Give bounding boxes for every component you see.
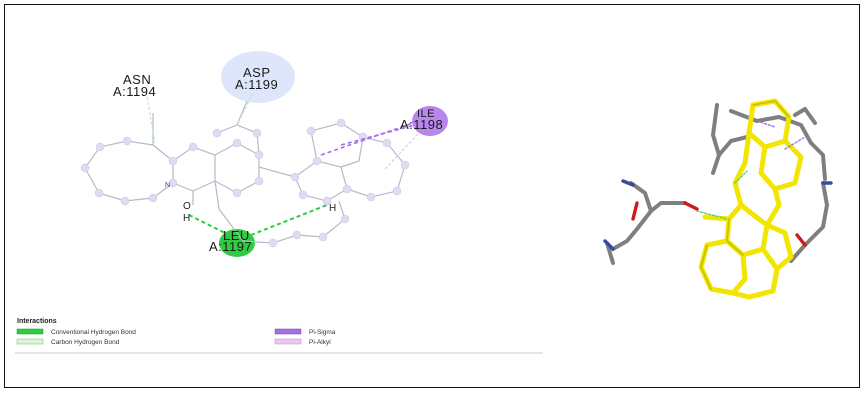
atom-halos [80, 118, 410, 248]
interaction-diagram-2d: O H H N ASN A:1194 ASP A:1199 ILE A:1198… [80, 51, 448, 257]
legend-item-pi-alkyl: Pi-Alkyl [274, 338, 331, 346]
legend-swatch [274, 328, 302, 335]
heteroatom-sticks [603, 179, 833, 251]
leu-disc [219, 229, 255, 257]
oxygen-atom-label: O [183, 201, 191, 212]
pi-sigma-lines [320, 122, 416, 156]
asp-residue-id: A:1199 [235, 77, 278, 92]
carbon-hbond-lines [146, 92, 254, 144]
pi-dashes-3d [756, 120, 806, 150]
ligand-sticks-shade [700, 100, 790, 290]
interaction-figure: O H H N ASN A:1194 ASP A:1199 ILE A:1198… [15, 51, 833, 354]
legend-item-carbon-hbond: Carbon Hydrogen Bond [16, 338, 120, 346]
protein-residue-sticks [605, 103, 829, 265]
legend-item-pi-sigma: Pi-Sigma [274, 328, 336, 336]
ile-residue-id: A:1198 [400, 117, 443, 132]
nitrogen-atom-label: N [165, 182, 170, 189]
hbond-dashes-3d [696, 170, 748, 220]
conventional-hbond-lines [188, 204, 328, 238]
legend-label: Pi-Alkyl [309, 339, 331, 346]
legend-label: Carbon Hydrogen Bond [51, 339, 120, 346]
asp-residue-name: ASP [243, 65, 271, 80]
hydrogen-atom-label: H [183, 213, 190, 224]
legend-label: Pi-Sigma [309, 329, 336, 336]
ile-residue-name: ILE [417, 108, 435, 120]
docking-pose-3d [603, 98, 833, 300]
asn-residue-id: A:1194 [113, 84, 156, 99]
ile-disc [412, 106, 448, 136]
legend-label: Conventional Hydrogen Bond [51, 329, 136, 336]
legend-title: Interactions [17, 318, 57, 325]
pi-alkyl-lines [384, 132, 420, 170]
asp-halo [221, 51, 295, 103]
leu-residue-id: A:1197 [209, 239, 252, 254]
asn-residue-name: ASN [123, 72, 151, 87]
figure-frame: O H H N ASN A:1194 ASP A:1199 ILE A:1198… [4, 4, 860, 388]
leu-residue-name: LEU [223, 228, 250, 243]
legend-swatch [16, 338, 44, 345]
legend-swatch [16, 328, 44, 335]
hydrogen-atom-label-2: H [329, 203, 336, 214]
ligand-sticks [698, 98, 804, 300]
legend-item-conventional-hbond: Conventional Hydrogen Bond [16, 328, 136, 336]
ligand-skeleton [84, 100, 406, 244]
interaction-legend: Interactions Conventional Hydrogen Bond … [15, 318, 543, 354]
legend-swatch [274, 338, 302, 345]
